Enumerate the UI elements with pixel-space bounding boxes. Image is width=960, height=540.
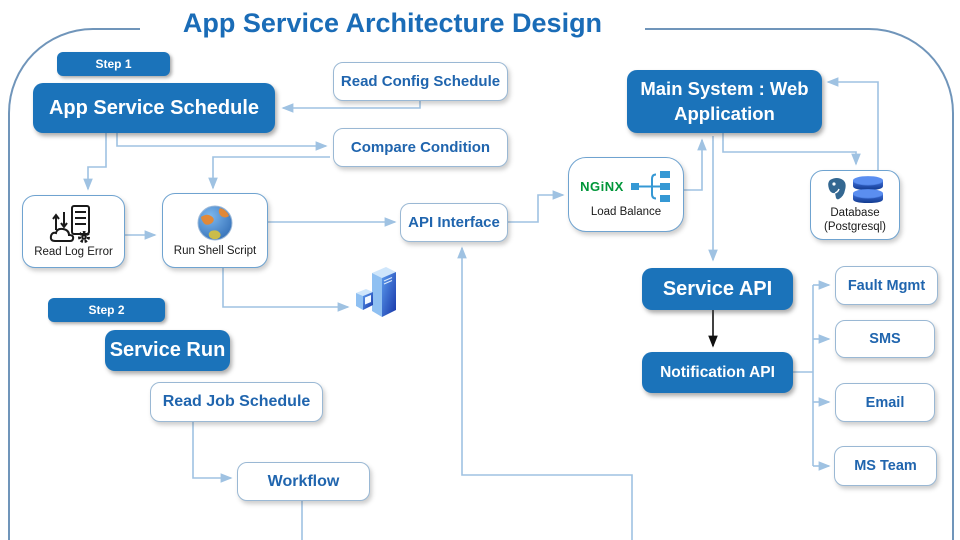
- node-service-api: Service API: [642, 268, 793, 310]
- node-database: Database (Postgresql): [810, 170, 900, 240]
- node-notification-api: Notification API: [642, 352, 793, 393]
- step2-badge: Step 2: [48, 298, 165, 322]
- node-load-balance: NGiNX Load Balance: [568, 157, 684, 232]
- node-fault-mgmt: Fault Mgmt: [835, 266, 938, 305]
- run-shell-script-label: Run Shell Script: [173, 244, 257, 257]
- read-log-error-label: Read Log Error: [34, 245, 113, 258]
- node-ms-team: MS Team: [834, 446, 937, 486]
- node-read-log-error: Read Log Error: [22, 195, 125, 268]
- database-cylinder-icon: [852, 176, 883, 204]
- load-balancer-icon: [630, 170, 670, 202]
- node-compare-condition: Compare Condition: [333, 128, 508, 167]
- node-service-run: Service Run: [105, 330, 230, 371]
- load-balance-label: Load Balance: [590, 205, 662, 218]
- database-label: Database (Postgresql): [824, 207, 886, 233]
- postgresql-icon: [827, 178, 846, 200]
- step1-badge: Step 1: [57, 52, 170, 76]
- server-box-icon: [356, 267, 396, 317]
- node-read-config-schedule: Read Config Schedule: [333, 62, 508, 101]
- globe-icon: [197, 205, 233, 241]
- node-app-service-schedule: App Service Schedule: [33, 83, 275, 133]
- log-server-icon: [49, 204, 90, 243]
- node-email: Email: [835, 383, 935, 422]
- node-sms: SMS: [835, 320, 935, 358]
- nginx-logo: NGiNX: [580, 179, 624, 195]
- node-api-interface: API Interface: [400, 203, 508, 242]
- node-workflow: Workflow: [237, 462, 370, 501]
- node-main-system: Main System : Web Application: [627, 70, 822, 133]
- page-title: App Service Architecture Design: [140, 6, 645, 43]
- node-run-shell-script: Run Shell Script: [162, 193, 268, 268]
- node-read-job-schedule: Read Job Schedule: [150, 382, 323, 422]
